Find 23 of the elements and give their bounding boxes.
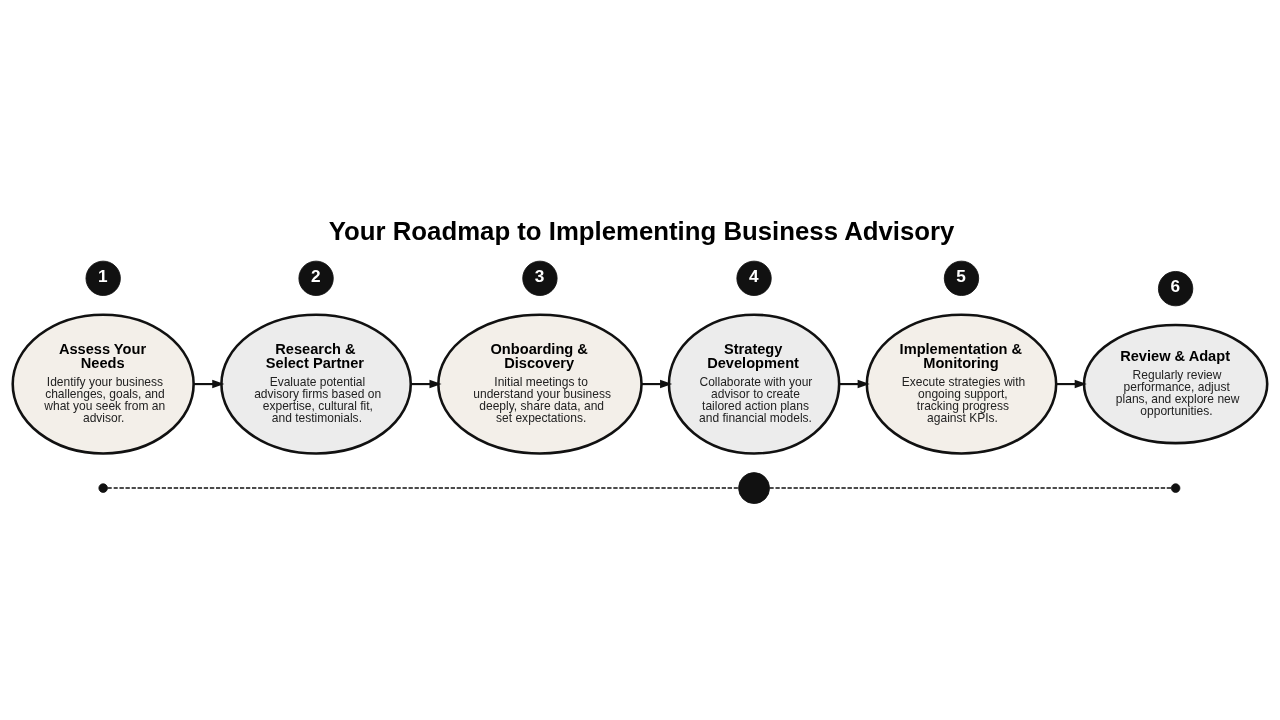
- node-ellipse: Assess Your Needs Identify your business challenges, goals, and what you seek from an advisor.: [11, 313, 195, 455]
- arrow: [641, 379, 673, 389]
- arrow: [411, 379, 442, 389]
- node-ellipse: Review & Adapt Regularly review performance, adjust plans, and explore new opportunities.: [1082, 323, 1269, 445]
- node-circle: [1170, 483, 1181, 493]
- connector: [106, 487, 740, 489]
- node-ellipse: Implementation & Monitoring Execute strategies with ongoing support, tracking progress against KPIs.: [865, 313, 1058, 455]
- node-circle: 2: [298, 260, 334, 296]
- node-circle: 6: [1158, 271, 1194, 307]
- arrow: [193, 379, 225, 389]
- node-circle: 4: [736, 260, 772, 296]
- node-ellipse: Onboarding & Discovery Initial meetings to understand your business deeply, share data, and set expectations.: [437, 313, 643, 455]
- arrow: [839, 379, 870, 389]
- node-ellipse: Strategy Development Collaborate with your advisor to create tailored action plans and financial models.: [667, 313, 841, 455]
- diagram-title: Your Roadmap to Implementing Business Advisory: [328, 216, 955, 245]
- arrow: [1056, 379, 1087, 389]
- node-circle: 1: [85, 260, 121, 296]
- connector: [768, 487, 1172, 489]
- node-circle: 3: [522, 260, 558, 296]
- node-circle: 5: [943, 260, 980, 296]
- node-ellipse: Research & Select Partner Evaluate potential advisory firms based on expertise, cultural fit, and testimonials.: [220, 313, 413, 455]
- node-circle: [738, 472, 770, 504]
- node-circle: [98, 483, 108, 493]
